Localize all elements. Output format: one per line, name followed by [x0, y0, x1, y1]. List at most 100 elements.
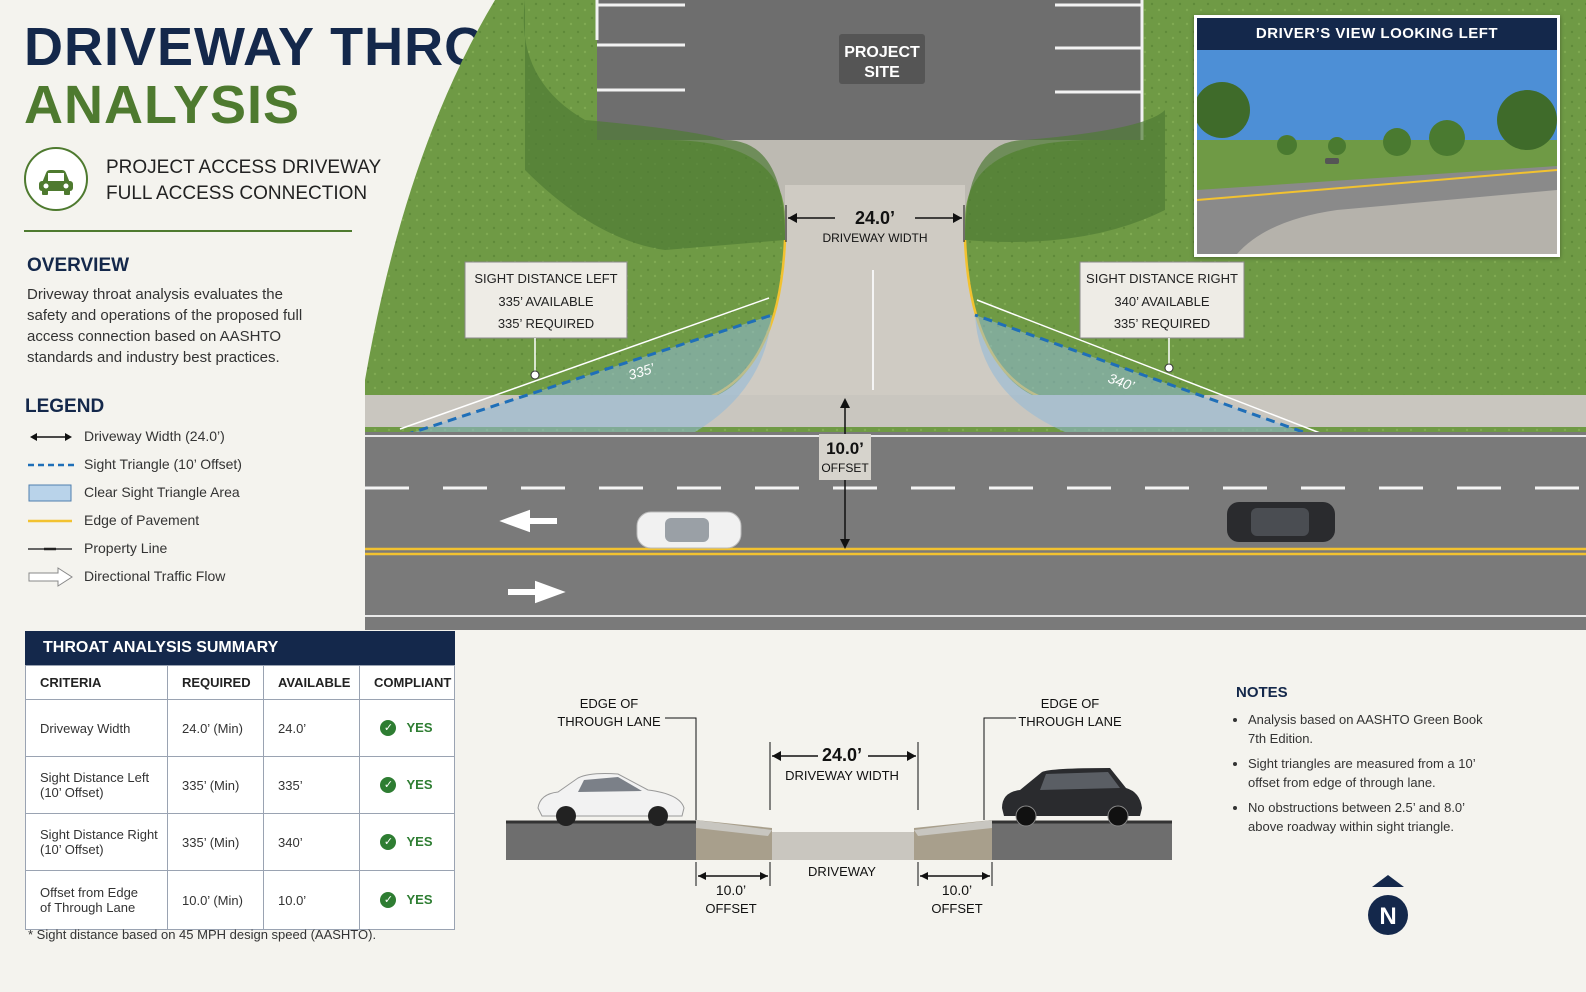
- col-compliant: COMPLIANT: [359, 665, 455, 700]
- xsec-left-offset-value: 10.0’: [716, 882, 746, 898]
- table-header-row: CRITERIA REQUIRED AVAILABLE COMPLIANT: [25, 665, 455, 700]
- table-footnote: * Sight distance based on 45 MPH design …: [28, 927, 377, 942]
- map-offset-value: 10.0’: [826, 439, 864, 458]
- map-driveway-width-value: 24.0’: [855, 208, 895, 228]
- property-line-icon: [28, 547, 72, 551]
- cell-compliant: ✓YES: [359, 699, 455, 757]
- parking-stripes: [595, 0, 1144, 140]
- summary-title: THROAT ANALYSIS SUMMARY: [43, 639, 279, 656]
- cross-section-diagram: EDGE OF THROUGH LANE EDGE OF THROUGH LAN…: [506, 696, 1172, 916]
- map-offset-label: OFFSET: [821, 461, 869, 475]
- driveway-apron: [785, 185, 965, 395]
- white-car: [636, 511, 742, 549]
- sight-left-available: 335’ AVAILABLE: [498, 294, 593, 309]
- summary-title-bar: THROAT ANALYSIS SUMMARY: [25, 631, 455, 665]
- cell-required: 24.0’ (Min): [167, 699, 264, 757]
- north-arrow-icon: N: [1368, 875, 1408, 935]
- cell-compliant: ✓YES: [359, 813, 455, 871]
- sight-right-callout: [1079, 261, 1245, 339]
- col-criteria: CRITERIA: [25, 665, 168, 700]
- cell-criteria: Driveway Width: [25, 699, 168, 757]
- note-item: No obstructions between 2.5’ and 8.0’ ab…: [1248, 798, 1498, 836]
- col-available: AVAILABLE: [263, 665, 360, 700]
- sight-left-title: SIGHT DISTANCE LEFT: [474, 271, 617, 286]
- landscape-bed-left: [523, 0, 785, 250]
- cell-available: 335’: [263, 756, 360, 814]
- roadway: [365, 432, 1586, 630]
- photo-title: DRIVER’S VIEW LOOKING LEFT: [1197, 18, 1557, 50]
- black-car-profile: [1002, 768, 1142, 827]
- check-icon: ✓: [380, 777, 397, 794]
- legend-item: Directional Traffic Flow: [28, 566, 348, 588]
- table-row: Sight Distance Right(10’ Offset) 335’ (M…: [25, 813, 455, 871]
- xsec-driveway-label: DRIVEWAY: [808, 864, 876, 879]
- overview-text: Driveway throat analysis evaluates the s…: [27, 286, 303, 366]
- check-icon: ✓: [380, 720, 397, 737]
- sight-left-line-label: 335’: [626, 360, 657, 383]
- white-car-profile: [537, 773, 685, 826]
- legend-item: Clear Sight Triangle Area: [28, 482, 348, 504]
- cell-compliant: ✓YES: [359, 870, 455, 930]
- header-divider: [24, 230, 352, 232]
- black-car: [1227, 502, 1335, 542]
- cell-criteria: Sight Distance Left(10’ Offset): [25, 756, 168, 814]
- note-item: Analysis based on AASHTO Green Book 7th …: [1248, 710, 1498, 748]
- overview-heading: OVERVIEW: [27, 255, 130, 276]
- cell-required: 335’ (Min): [167, 756, 264, 814]
- yellow-line-icon: [28, 519, 72, 523]
- traffic-flow-west-arrow: [499, 509, 557, 533]
- check-icon: ✓: [380, 892, 397, 909]
- subtitle-line2: FULL ACCESS CONNECTION: [106, 183, 368, 204]
- car-badge: [24, 147, 88, 211]
- legend-heading: LEGEND: [25, 396, 105, 417]
- cell-criteria: Sight Distance Right(10’ Offset): [25, 813, 168, 871]
- project-site-label-box: [839, 34, 925, 84]
- xsec-width-value: 24.0’: [822, 745, 862, 765]
- sight-left-callout: [464, 261, 628, 339]
- project-site-label-1: PROJECT: [844, 44, 920, 61]
- xsec-right-offset-value: 10.0’: [942, 882, 972, 898]
- cell-available: 24.0’: [263, 699, 360, 757]
- dashed-line-icon: [28, 463, 74, 467]
- legend-item: Sight Triangle (10’ Offset): [28, 454, 348, 476]
- legend-item: Property Line: [28, 538, 348, 560]
- notes-heading: NOTES: [1236, 684, 1288, 701]
- north-label: N: [1379, 903, 1396, 930]
- notes-list: Analysis based on AASHTO Green Book 7th …: [1236, 710, 1498, 842]
- cell-available: 10.0’: [263, 870, 360, 930]
- cell-compliant: ✓YES: [359, 756, 455, 814]
- col-required: REQUIRED: [167, 665, 264, 700]
- sight-left-required: 335’ REQUIRED: [498, 316, 594, 331]
- table-row: Driveway Width 24.0’ (Min) 24.0’ ✓YES: [25, 699, 455, 757]
- page-title-line2: ANALYSIS: [24, 75, 301, 135]
- xsec-left-edge-1: EDGE OF: [580, 696, 639, 711]
- cell-required: 10.0’ (Min): [167, 870, 264, 930]
- photo-scene: [1197, 50, 1557, 254]
- double-arrow-icon: [30, 433, 72, 441]
- legend-item: Driveway Width (24.0’): [28, 426, 348, 448]
- cell-available: 340’: [263, 813, 360, 871]
- xsec-right-edge-2: THROUGH LANE: [1018, 714, 1122, 729]
- traffic-flow-east-arrow: [508, 580, 566, 604]
- sight-right-required: 335’ REQUIRED: [1114, 316, 1210, 331]
- sight-right-available: 340’ AVAILABLE: [1114, 294, 1209, 309]
- check-icon: ✓: [380, 834, 397, 851]
- xsec-right-offset-label: OFFSET: [931, 901, 982, 916]
- xsec-width-label: DRIVEWAY WIDTH: [785, 768, 899, 783]
- subtitle-line1: PROJECT ACCESS DRIVEWAY: [106, 157, 382, 178]
- drivers-view-photo: DRIVER’S VIEW LOOKING LEFT: [1194, 15, 1560, 257]
- shaded-area-icon: [28, 484, 72, 502]
- sight-right-title: SIGHT DISTANCE RIGHT: [1086, 271, 1238, 286]
- landscape-bed-right: [965, 110, 1165, 242]
- outline-arrow-icon: [28, 567, 73, 587]
- cell-required: 335’ (Min): [167, 813, 264, 871]
- project-site-label-2: SITE: [864, 64, 900, 81]
- car-icon: [39, 170, 73, 195]
- xsec-right-edge-1: EDGE OF: [1041, 696, 1100, 711]
- note-item: Sight triangles are measured from a 10’ …: [1248, 754, 1498, 792]
- summary-table: CRITERIA REQUIRED AVAILABLE COMPLIANT Dr…: [25, 665, 455, 930]
- xsec-left-offset-label: OFFSET: [705, 901, 756, 916]
- xsec-left-edge-2: THROUGH LANE: [557, 714, 661, 729]
